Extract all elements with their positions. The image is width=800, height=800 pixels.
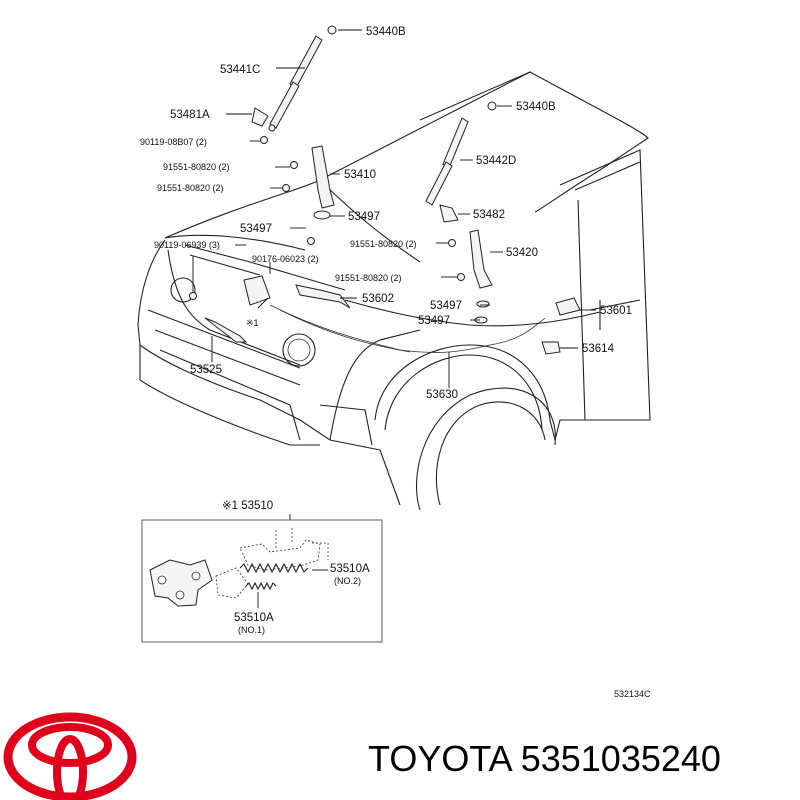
callout-91551-80820-d: 91551-80820 (2) (335, 273, 402, 283)
hood-lock-inset: ※1 53510 53510A (NO.2) 53510A (NO.1) (141, 500, 383, 643)
toyota-logo (3, 712, 137, 800)
callout-53410: 53410 (344, 169, 376, 181)
callout-91551-80820-a: 91551-80820 (2) (163, 162, 230, 172)
hood-lock-body (149, 559, 213, 607)
callout-90119-06939: 90119-06939 (3) (154, 240, 220, 250)
leader-lines (192, 29, 596, 388)
inset-callout-53510a-no1: 53510A (234, 612, 274, 624)
brand-and-part-number: TOYOTA 5351035240 (368, 738, 721, 780)
hood-support-strut-right (425, 101, 497, 206)
callout-90119-08b07: 90119-08B07 (2) (140, 137, 207, 147)
hood-lock-release-lever (555, 297, 581, 316)
inset-note-no2: (NO.2) (334, 576, 361, 586)
inset-callout-53510a-no2: 53510A (330, 563, 370, 575)
hood-components (189, 25, 581, 355)
callout-53482: 53482 (473, 209, 505, 221)
callout-91551-80820-b: 91551-80820 (2) (157, 183, 224, 193)
callout-53630: 53630 (426, 389, 458, 401)
callout-90176-06023: 90176-06023 (2) (252, 254, 319, 264)
callout-53497-a: 53497 (348, 211, 380, 223)
brand-name: TOYOTA (368, 738, 511, 779)
callout-53601: 53601 (600, 305, 632, 317)
callout-91551-80820-c: 91551-80820 (2) (350, 239, 417, 249)
reference-mark: ※1 (246, 318, 259, 328)
callout-53497-b: 53497 (240, 223, 272, 235)
callout-53440b-left: 53440B (366, 26, 406, 38)
inset-frame (141, 519, 383, 643)
callout-53525: 53525 (190, 364, 222, 376)
hood-support-strut-left (268, 25, 337, 132)
callout-53440b-right: 53440B (516, 101, 556, 113)
spring-no1 (245, 581, 277, 591)
hood-hinge-right (469, 229, 493, 289)
inset-note-no1: (NO.1) (238, 625, 265, 635)
callout-53497-c: 53497 (430, 300, 462, 312)
callout-53614: 53614 (582, 343, 615, 355)
callout-53442d: 53442D (476, 155, 516, 167)
figure-code: 532134C (614, 689, 651, 699)
callout-53420: 53420 (506, 247, 538, 259)
vehicle-outline (137, 71, 651, 511)
callout-labels: 53440B 53441C 53481A 90119-08B07 (2) 915… (140, 26, 632, 401)
hood-hinge-left (311, 145, 335, 209)
part-number: 5351035240 (520, 738, 721, 779)
hood-lock-assembly (243, 275, 271, 306)
callout-53441c: 53441C (220, 64, 260, 76)
callout-53602: 53602 (362, 293, 394, 305)
spring-no2 (239, 562, 309, 574)
callout-53481a: 53481A (170, 109, 210, 121)
inset-header: ※1 53510 (222, 500, 273, 512)
hood-release-cable (269, 304, 546, 353)
callout-53497-d: 53497 (418, 315, 450, 327)
